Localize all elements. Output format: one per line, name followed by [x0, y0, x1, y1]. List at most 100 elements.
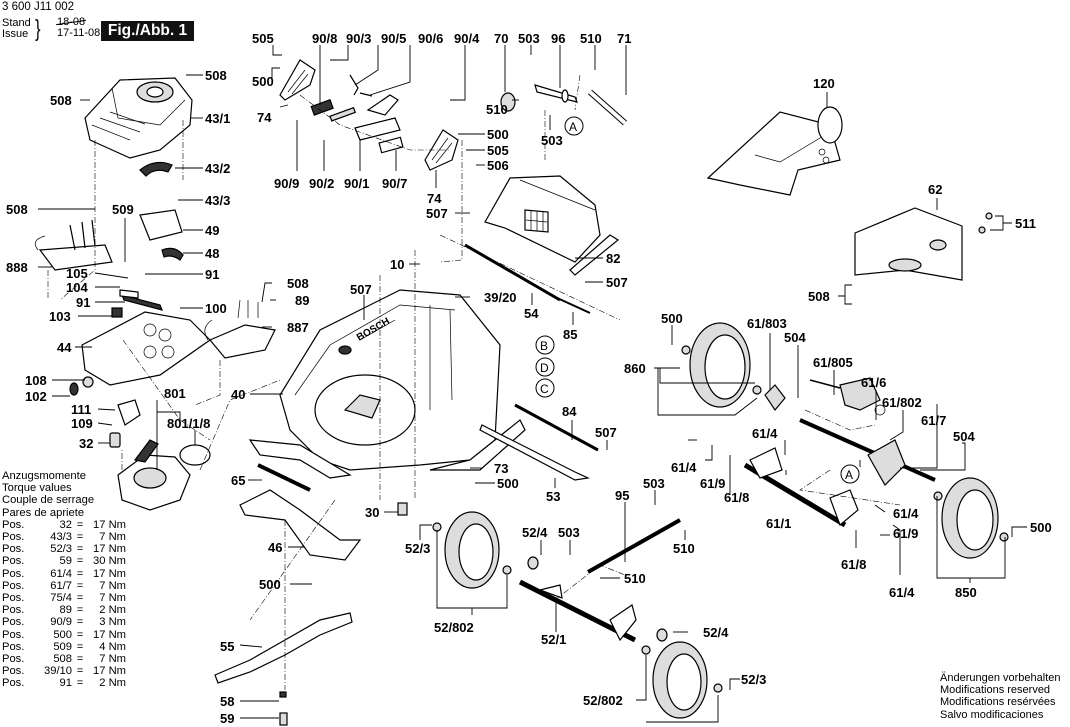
- torque-pos-label: Pos.: [2, 640, 25, 653]
- part-axle-96: [500, 84, 627, 126]
- callout-500: 500: [1030, 520, 1052, 535]
- callout-58: 58: [220, 694, 234, 709]
- callout-104: 104: [66, 280, 88, 295]
- part-switch-49: [139, 209, 184, 261]
- torque-position: 61/7: [50, 579, 72, 592]
- equals-sign: =: [76, 677, 84, 690]
- callout-103: 103: [49, 309, 71, 324]
- callout-61-803: 61/803: [747, 316, 787, 331]
- part-washer-58: [279, 691, 287, 698]
- notice-de: Änderungen vorbehalten: [940, 672, 1061, 684]
- equals-sign: =: [76, 628, 84, 641]
- issue-label: Issue: [2, 27, 29, 40]
- torque-pos-label: Pos.: [2, 555, 25, 568]
- torque-values-table: Anzugsmomente Torque values Couple de se…: [2, 470, 126, 690]
- callout-508: 508: [205, 68, 227, 83]
- torque-title-en: Torque values: [2, 482, 72, 495]
- torque-pos-label: Pos.: [2, 628, 25, 641]
- torque-value: 7 Nm: [99, 653, 126, 666]
- equals-sign: =: [76, 518, 84, 531]
- callout-90-7: 90/7: [382, 176, 407, 191]
- callout-91: 91: [205, 267, 219, 282]
- torque-value: 17 Nm: [93, 665, 126, 678]
- torque-position: 32: [59, 518, 72, 531]
- svg-text:A: A: [845, 468, 853, 482]
- callout-96: 96: [551, 31, 565, 46]
- callout-91: 91: [76, 295, 90, 310]
- torque-value: 17 Nm: [93, 628, 126, 641]
- callout-860: 860: [624, 361, 646, 376]
- brace-icon: }: [35, 15, 41, 41]
- equals-sign: =: [76, 604, 84, 617]
- torque-pos-label: Pos.: [2, 665, 25, 678]
- callout-507: 507: [350, 282, 372, 297]
- callout-85: 85: [563, 327, 577, 342]
- callout-61-4: 61/4: [671, 460, 697, 475]
- leader-lines: [38, 45, 1027, 723]
- stand-label: Stand: [2, 16, 31, 29]
- callout-508: 508: [50, 93, 72, 108]
- callout-61-7: 61/7: [921, 413, 946, 428]
- reference-marker-a-top: A: [564, 116, 584, 136]
- part-spring-85: [554, 296, 591, 314]
- callout-90-5: 90/5: [381, 31, 406, 46]
- callout-30: 30: [365, 505, 379, 520]
- callout-52-3: 52/3: [741, 672, 766, 687]
- reference-marker-a-right: A: [840, 464, 860, 484]
- revision-labels: Stand Issue: [2, 16, 31, 40]
- reference-marker-b: B: [535, 335, 555, 355]
- callout-59: 59: [220, 711, 234, 726]
- callout-504: 504: [784, 330, 806, 345]
- callout-508: 508: [808, 289, 830, 304]
- callout-508: 508: [287, 276, 309, 291]
- equals-sign: =: [76, 543, 84, 556]
- callout-53: 53: [546, 489, 560, 504]
- torque-position: 509: [53, 640, 72, 653]
- callout-500: 500: [259, 577, 281, 592]
- torque-row: Pos.91=2 Nm: [2, 677, 126, 689]
- callout-888: 888: [6, 260, 28, 275]
- torque-value: 7 Nm: [99, 531, 126, 544]
- notice-en: Modifications reserved: [940, 684, 1051, 697]
- callout-109: 109: [71, 416, 93, 431]
- part-housing-cover: [84, 77, 193, 159]
- part-rod-65: [257, 463, 311, 492]
- callout-95: 95: [615, 488, 629, 503]
- document-number: 3 600 J11 002: [2, 1, 75, 13]
- callout-100: 100: [205, 301, 227, 316]
- torque-value: 17 Nm: [93, 567, 126, 580]
- torque-position: 43/3: [50, 531, 72, 544]
- callout-71: 71: [617, 31, 631, 46]
- torque-value: 4 Nm: [99, 640, 126, 653]
- callout-90-4: 90/4: [454, 31, 480, 46]
- callout-70: 70: [494, 31, 508, 46]
- part-wheel-52-802-right: [641, 641, 723, 719]
- callout-505: 505: [487, 143, 509, 158]
- callout-61-9: 61/9: [700, 476, 725, 491]
- callout-73: 73: [494, 461, 508, 476]
- callout-503: 503: [541, 133, 563, 148]
- part-lever-74-left: [279, 59, 316, 101]
- torque-position: 89: [59, 604, 72, 617]
- equals-sign: =: [76, 567, 84, 580]
- torque-title-de: Anzugsmomente: [2, 470, 86, 482]
- torque-position: 52/3: [50, 543, 72, 556]
- part-main-deck-40: [248, 289, 526, 479]
- torque-row: Pos.89=2 Nm: [2, 604, 126, 616]
- torque-row: Pos.61/4=17 Nm: [2, 568, 126, 580]
- callout-61-805: 61/805: [813, 355, 853, 370]
- torque-pos-label: Pos.: [2, 592, 25, 605]
- callout-48: 48: [205, 246, 219, 261]
- torque-position: 508: [53, 653, 72, 666]
- callout-850: 850: [955, 585, 977, 600]
- callout-40: 40: [231, 387, 245, 402]
- callout-105: 105: [66, 266, 88, 281]
- callout-52-802: 52/802: [434, 620, 474, 635]
- part-wheel-860: [681, 322, 762, 408]
- torque-row: Pos.59=30 Nm: [2, 555, 126, 567]
- callout-500: 500: [252, 74, 274, 89]
- equals-sign: =: [76, 592, 84, 605]
- callout-61-8: 61/8: [724, 490, 749, 505]
